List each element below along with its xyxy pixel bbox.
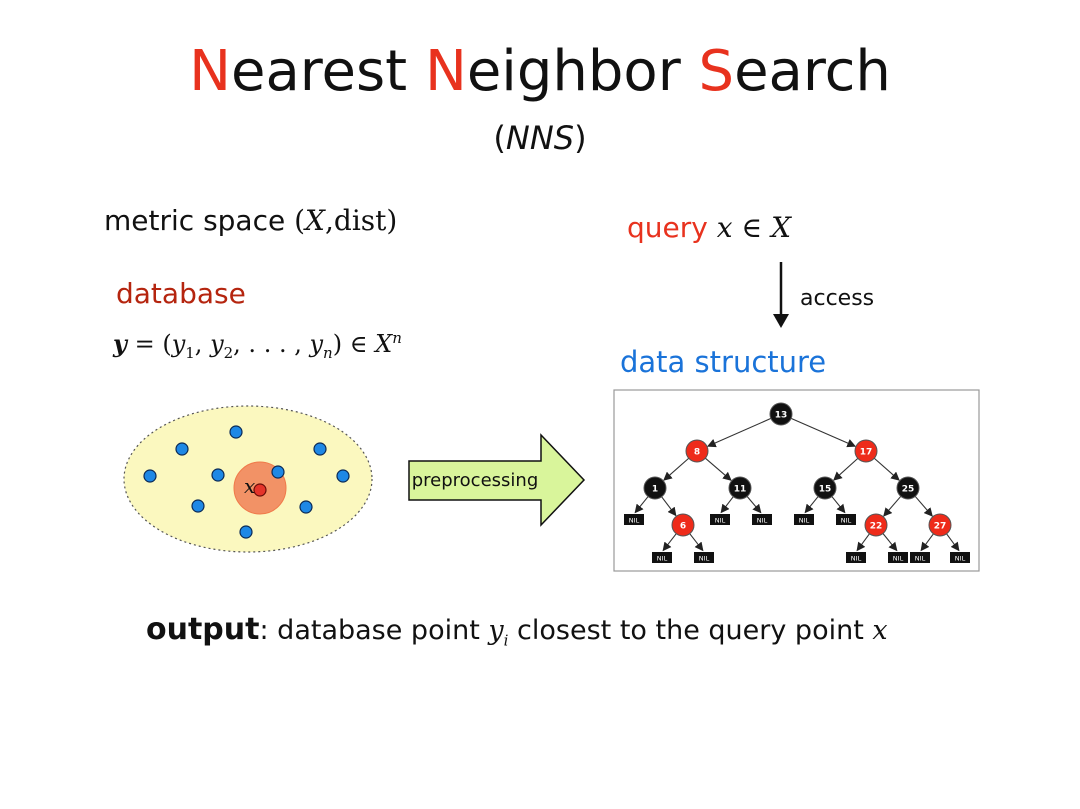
nil-leaf-label: NIL (757, 517, 768, 525)
tree-edge (661, 496, 677, 517)
nil-leaf (836, 514, 856, 525)
tree-node-label: 25 (902, 485, 915, 495)
nil-leaf (888, 552, 908, 563)
tree-node-label: 22 (870, 522, 883, 532)
nil-leaf-label: NIL (799, 517, 810, 525)
tree-edge (689, 533, 704, 552)
tree-node (928, 513, 952, 537)
nil-leaf (652, 552, 672, 563)
page-title: Nearest Neighbor Search (189, 39, 891, 104)
tree-node (685, 439, 709, 463)
query-text: query x ∈ X (627, 211, 791, 244)
tree-node-label: 27 (934, 522, 947, 532)
nil-leaf-label: NIL (629, 517, 640, 525)
tree-edge (662, 533, 677, 552)
preprocessing-arrow: preprocessing (408, 433, 586, 527)
tree-node-label: 15 (819, 485, 832, 495)
database-formula: y = (y1, y2, . . . , yn) ∈ Xn (113, 329, 402, 362)
tree-node (864, 513, 888, 537)
database-point (271, 465, 285, 479)
metric-space-text: metric space (X,dist) (104, 204, 398, 237)
data-structure-label: data structure (620, 345, 827, 379)
nil-leaf (752, 514, 772, 525)
database-point-cloud: x (123, 405, 373, 553)
tree-node-label: 6 (680, 522, 686, 532)
tree-edge (883, 495, 902, 517)
tree-edge (663, 457, 690, 481)
nil-leaf (710, 514, 730, 525)
tree-edge (790, 417, 857, 448)
tree-edge (914, 495, 933, 517)
tree-node (896, 476, 920, 500)
database-point (239, 525, 253, 539)
database-point (336, 469, 350, 483)
nil-leaf (846, 552, 866, 563)
nil-leaf-label: NIL (715, 517, 726, 525)
tree-node (813, 476, 837, 500)
nil-leaf-label: NIL (915, 555, 926, 563)
nil-leaf-label: NIL (955, 555, 966, 563)
database-point (143, 469, 157, 483)
tree-node-label: 13 (775, 411, 788, 421)
tree-node-label: 8 (694, 448, 700, 458)
tree-edge (706, 417, 772, 448)
nil-leaf (794, 514, 814, 525)
tree-edge (920, 533, 934, 552)
database-label: database (116, 277, 246, 310)
tree-node (643, 476, 667, 500)
tree-edge (634, 496, 649, 514)
tree-node (769, 402, 793, 426)
nil-leaf-label: NIL (851, 555, 862, 563)
tree-edge (704, 457, 732, 481)
page-subtitle: (NNS) (493, 119, 587, 157)
query-point-label: x (244, 474, 255, 498)
database-point (191, 499, 205, 513)
tree-edge (804, 496, 819, 514)
nil-leaf (910, 552, 930, 563)
nil-leaf (624, 514, 644, 525)
tree-edge (882, 533, 898, 552)
access-arrowhead (773, 314, 789, 328)
nil-leaf-label: NIL (699, 555, 710, 563)
output-text: output: database point yi closest to the… (146, 612, 888, 650)
tree-edge (946, 533, 960, 552)
preprocessing-label: preprocessing (412, 470, 539, 491)
tree-node-label: 17 (860, 448, 873, 458)
tree-node-label: 11 (734, 485, 747, 495)
nil-leaf-label: NIL (657, 555, 668, 563)
tree-node (728, 476, 752, 500)
nil-leaf-label: NIL (893, 555, 904, 563)
tree-edge (833, 457, 859, 481)
tree-edge (873, 457, 900, 481)
nil-leaf (694, 552, 714, 563)
database-point (211, 468, 225, 482)
tree-node-label: 1 (652, 485, 658, 495)
database-point (229, 425, 243, 439)
query-point (253, 483, 267, 497)
tree-edge (856, 533, 870, 552)
tree-edge (720, 496, 734, 514)
access-label: access (800, 286, 875, 311)
tree-edge (831, 496, 846, 514)
tree-node (854, 439, 878, 463)
tree-node (671, 513, 695, 537)
database-point (299, 500, 313, 514)
nil-leaf-label: NIL (841, 517, 852, 525)
nil-leaf (950, 552, 970, 563)
tree-edge (746, 496, 762, 514)
database-point (313, 442, 327, 456)
database-point (175, 442, 189, 456)
